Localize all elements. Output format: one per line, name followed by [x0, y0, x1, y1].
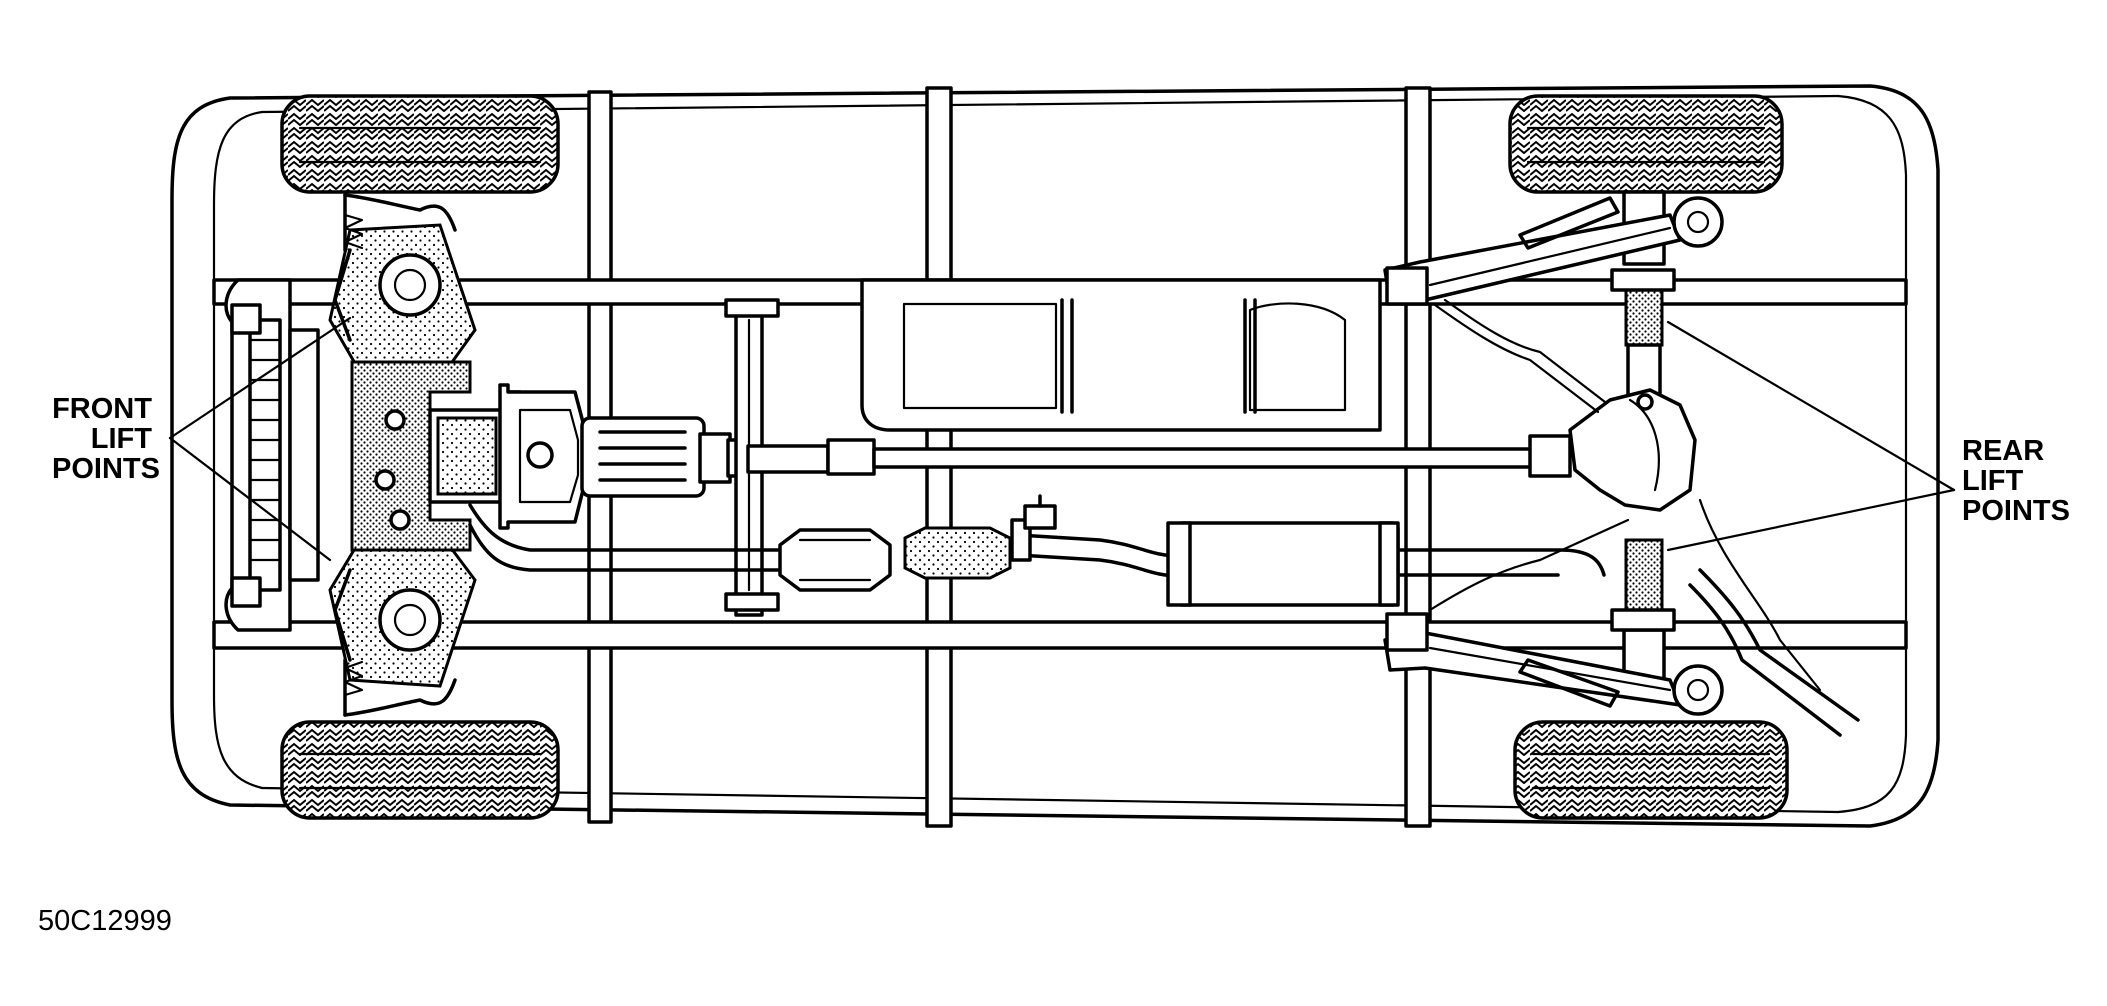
front-left-wheel	[280, 94, 560, 194]
rear-brake-lines	[1428, 298, 1860, 737]
transmission	[580, 416, 750, 498]
muffler	[1166, 521, 1400, 607]
rear-lift-points-line-2: LIFT	[1962, 465, 2023, 497]
front-lift-points-line-1: FRONT	[52, 393, 152, 425]
front-lift-points-line-3: POINTS	[52, 453, 160, 485]
rear-lift-point-leaders	[1666, 320, 1956, 552]
fuel-tank	[860, 278, 1382, 432]
differential	[1568, 388, 1697, 512]
front-radiator	[224, 278, 320, 632]
rear-lift-points-line-3: POINTS	[1962, 495, 2070, 527]
front-lift-points-line-2: LIFT	[91, 423, 152, 455]
front-lift-point-leaders	[168, 316, 352, 562]
driveshaft	[746, 434, 1572, 478]
rear-right-wheel	[1513, 720, 1789, 820]
rear-lower-control-arm	[1383, 612, 1724, 716]
figure-id: 50C12999	[38, 905, 172, 937]
rear-lift-points-line-1: REAR	[1962, 435, 2044, 467]
rear-lift-points-label: REAR LIFT POINTS	[1962, 435, 2070, 527]
front-suspension	[328, 193, 477, 717]
resonator	[903, 494, 1057, 580]
front-lift-points-label: FRONT LIFT POINTS	[52, 393, 160, 485]
front-right-wheel	[280, 720, 560, 820]
catalytic-converter	[778, 528, 892, 592]
rear-upper-control-arm	[1383, 196, 1724, 306]
engine	[428, 390, 522, 522]
rear-left-wheel	[1508, 94, 1784, 194]
transmission-bellhousing	[498, 383, 587, 530]
